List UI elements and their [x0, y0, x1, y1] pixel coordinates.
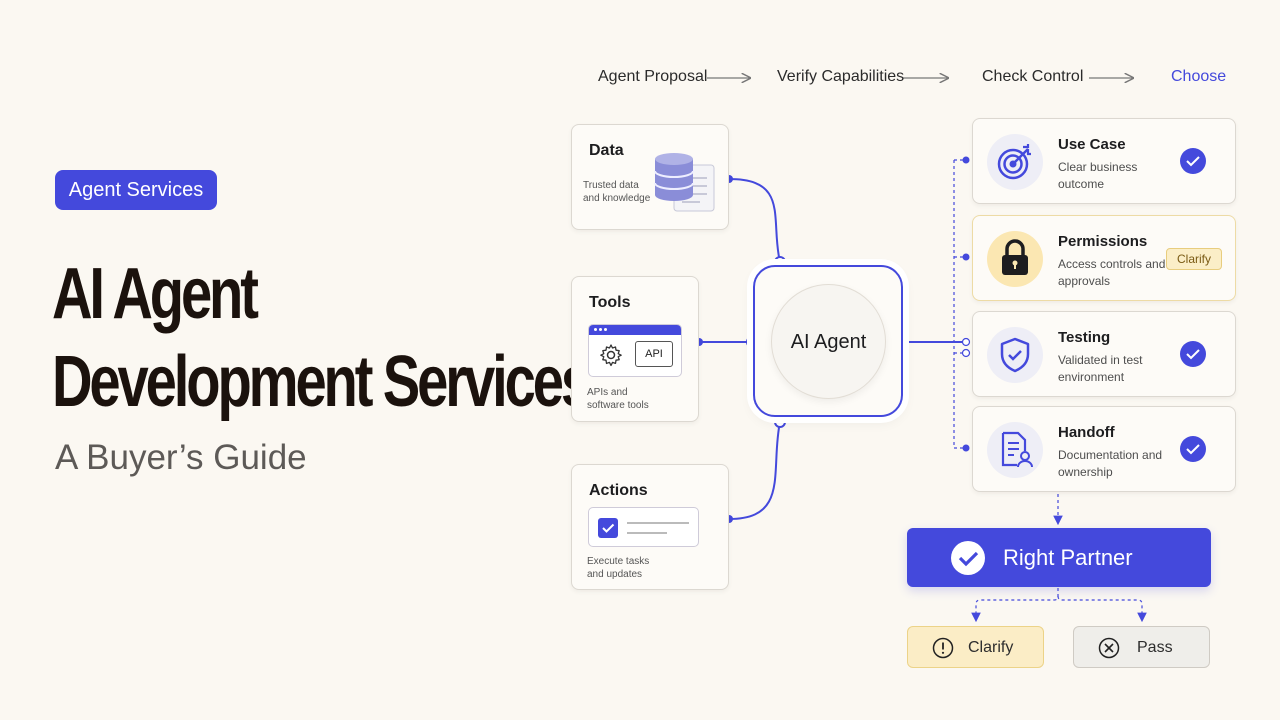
check-circle-icon [1180, 436, 1206, 462]
actions-card-title: Actions [589, 482, 648, 499]
data-card-desc: Trusted data and knowledge [583, 180, 651, 204]
shield-icon [1000, 337, 1030, 373]
handoff-desc: Documentation and ownership [1058, 448, 1163, 479]
task-item [588, 507, 699, 547]
handoff-title: Handoff [1058, 424, 1115, 441]
permissions-card: Permissions Access controls and approval… [972, 215, 1236, 301]
tools-card: Tools API APIs and software tools [571, 276, 699, 422]
data-card-title: Data [589, 142, 624, 159]
use-case-card: Use Case Clear business outcome [972, 118, 1236, 204]
tools-window: API [588, 324, 682, 377]
api-label: API [635, 341, 673, 367]
clarify-outcome-label: Clarify [968, 639, 1014, 656]
page-subtitle: A Buyer’s Guide [55, 438, 307, 477]
pass-outcome-label: Pass [1137, 639, 1173, 656]
tools-card-title: Tools [589, 294, 631, 311]
testing-desc: Validated in test environment [1058, 353, 1143, 384]
exclamation-circle-icon [932, 637, 954, 659]
x-circle-icon [1098, 637, 1120, 659]
check-circle-icon [1180, 148, 1206, 174]
tools-card-desc: APIs and software tools [587, 387, 649, 411]
step-choose: Choose [1171, 68, 1227, 85]
right-partner-label: Right Partner [1003, 545, 1133, 570]
permissions-icon-bg [987, 231, 1043, 287]
actions-card-desc: Execute tasks and updates [587, 556, 650, 580]
use-case-title: Use Case [1058, 136, 1126, 153]
testing-title: Testing [1058, 329, 1111, 346]
pass-outcome: Pass [1073, 626, 1210, 668]
database-icon [654, 153, 715, 212]
target-icon [997, 144, 1031, 180]
step-check-control: Check Control [982, 68, 1084, 85]
data-card: Data Trusted data and knowledge [571, 124, 729, 230]
page-title: AI Agent Development Services [52, 250, 592, 426]
actions-connector [728, 421, 781, 520]
data-connector [728, 178, 781, 263]
testing-card: Testing Validated in test environment [972, 311, 1236, 397]
check-circle-icon [951, 541, 985, 575]
permissions-title: Permissions [1058, 233, 1148, 250]
testing-icon-bg [987, 327, 1043, 383]
check-circle-icon [1180, 341, 1206, 367]
step-verify-capabilities: Verify Capabilities [777, 68, 905, 85]
gear-icon [600, 344, 622, 367]
lock-icon [1002, 239, 1028, 275]
handoff-icon-bg [987, 422, 1043, 478]
clarify-outcome: Clarify [907, 626, 1044, 668]
ai-agent-label: AI Agent [790, 331, 867, 353]
title-line-2: Development Services [52, 342, 592, 422]
agent-services-badge: Agent Services [55, 170, 217, 210]
right-partner-box: Right Partner [907, 528, 1211, 587]
permissions-desc: Access controls and approvals [1058, 257, 1166, 288]
document-user-icon [1001, 431, 1033, 468]
actions-card: Actions Execute tasks and updates [571, 464, 729, 590]
use-case-icon-bg [987, 134, 1043, 190]
use-case-desc: Clear business outcome [1058, 160, 1138, 191]
checkbox-icon [598, 518, 618, 538]
tools-window-bar [589, 325, 681, 335]
step-agent-proposal: Agent Proposal [598, 68, 708, 85]
title-line-1: AI Agent [52, 254, 259, 334]
handoff-card: Handoff Documentation and ownership [972, 406, 1236, 492]
ai-agent-circle [771, 284, 886, 399]
clarify-status-badge: Clarify [1166, 248, 1222, 270]
